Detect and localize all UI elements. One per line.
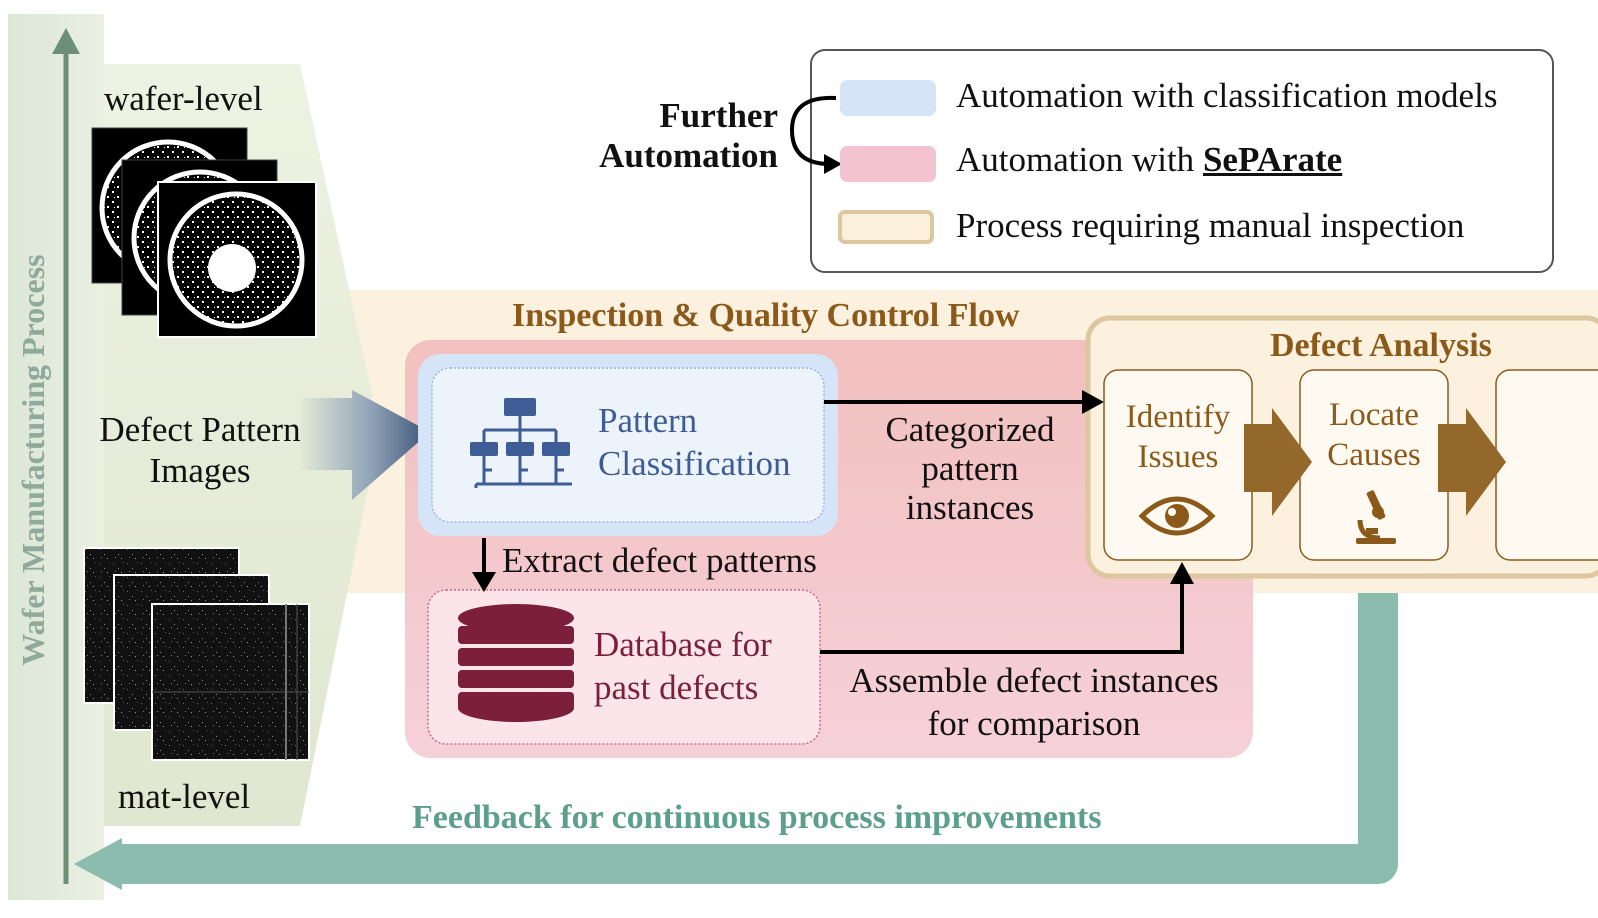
step-arrow-2 <box>1438 408 1506 516</box>
pattern-classification-label: Pattern Classification <box>598 401 791 483</box>
database-label: Database for past defects <box>594 625 772 707</box>
hierarchy-icon <box>470 398 572 488</box>
assemble-label: Assemble defect instances for comparison <box>849 661 1219 743</box>
mat-level-images <box>83 547 310 761</box>
identify-issues-label: Identify Issues <box>1125 399 1231 475</box>
locate-causes-label: Locate Causes <box>1327 397 1421 473</box>
defect-pattern-images-label: Defect Pattern Images <box>99 410 301 490</box>
separate-name: SePArate <box>1202 140 1343 179</box>
axis-label-text: Wafer Manufacturing Process <box>15 254 52 666</box>
wafer-level-label: wafer-level <box>104 79 263 118</box>
connector-heads <box>472 390 1194 592</box>
flow-title: Inspection & Quality Control Flow <box>512 297 1020 334</box>
database-icon <box>458 604 574 722</box>
legend-item-separate: Automation with SePArate <box>956 140 1342 180</box>
legend-item-manual: Process requiring manual inspection <box>956 206 1465 245</box>
microscope-icon <box>1356 490 1396 544</box>
feedback-label: Feedback for continuous process improvem… <box>412 799 1102 836</box>
legend-swatch-separate <box>840 146 936 182</box>
legend-item-classification: Automation with classification models <box>956 76 1498 115</box>
connector-arrows <box>482 400 1184 654</box>
further-automation-label: Further Automation <box>599 96 778 175</box>
further-automation-arrow <box>789 95 842 174</box>
wafer-level-images <box>91 127 317 338</box>
defect-analysis-title: Defect Analysis <box>1270 327 1492 364</box>
legend-swatch-manual <box>838 210 934 244</box>
next-step-card <box>1495 369 1598 561</box>
process-axis-arrow <box>52 28 80 884</box>
legend-item-separate-text: Automation with <box>956 140 1203 179</box>
categorized-label: Categorized pattern instances <box>885 410 1055 528</box>
eye-icon <box>1138 496 1216 536</box>
input-arrow <box>300 390 430 500</box>
extract-label: Extract defect patterns <box>502 541 817 580</box>
mat-level-label: mat-level <box>118 777 251 816</box>
legend-swatch-classification <box>840 80 936 116</box>
step-arrow-1 <box>1244 408 1312 516</box>
feedback-arrow <box>74 593 1398 890</box>
